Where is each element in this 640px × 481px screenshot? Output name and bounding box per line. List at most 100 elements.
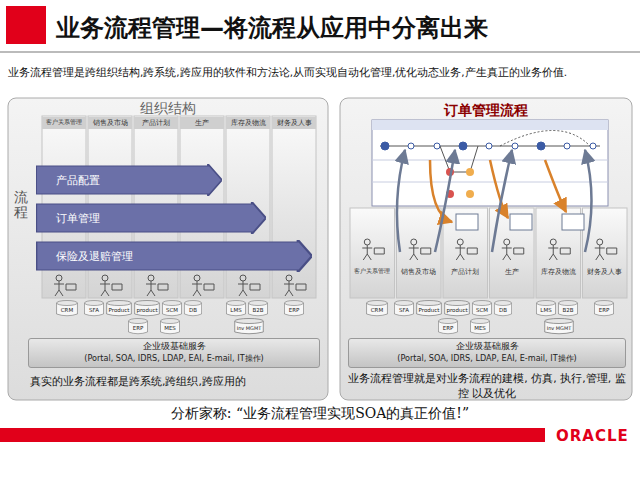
process-arrow: 保险及退赔管理	[36, 240, 312, 272]
node-label: 产品配置	[56, 173, 100, 188]
node-label: Inv MGMT	[237, 326, 261, 331]
database-cylinder: Product	[416, 300, 442, 317]
node-label: 销售及市场	[93, 120, 128, 127]
database-cylinder: SFA	[84, 300, 104, 317]
node-label: B2B	[562, 308, 573, 314]
column-header: 销售及市场	[397, 266, 442, 278]
database-cylinder: Product	[106, 300, 132, 317]
column-header: 财务及人事	[272, 117, 316, 129]
node-label: 产品计划	[451, 269, 479, 276]
database-cylinder: ERP	[128, 318, 148, 335]
process-arrow: 订单管理	[36, 202, 266, 234]
title-block	[6, 6, 46, 44]
column-header: 库存及物流	[536, 266, 581, 278]
column-header: 销售及市场	[88, 117, 132, 129]
node-label: 产品计划	[142, 120, 170, 127]
column-header: 客户关系管理	[42, 117, 86, 129]
band-body: (Portal, SOA, IDRS, LDAP, EAI, E-mail, I…	[349, 353, 625, 364]
node-label: ERP	[289, 308, 300, 314]
column-header: 产品计划	[443, 266, 488, 278]
node-label: SCM	[166, 308, 178, 314]
node-label: 客户关系管理	[46, 120, 82, 126]
column-header: 产品计划	[134, 117, 178, 129]
node-label: Inv MGMT	[547, 326, 571, 331]
node-label: SFA	[399, 308, 409, 314]
database-cylinder: MES	[470, 318, 490, 335]
node-label: 财务及人事	[587, 269, 622, 276]
database-cylinder: CRM	[366, 300, 388, 317]
database-cylinder: CRM	[56, 300, 78, 317]
process-panel: 订单管理流程客户关系管理 销售及市场 产品计划 生产 库存及物流 财务及人事 CRM SFA P…	[340, 98, 632, 400]
vertical-label: 流程	[14, 190, 28, 221]
band-body: (Portal, SOA, IDRS, LDAP, EAI, E-mail, I…	[29, 353, 319, 364]
database-cylinder: ERP	[284, 300, 304, 317]
database-cylinder: MES	[160, 318, 180, 335]
node-label: LMS	[230, 308, 241, 314]
node-label: 保险及退赔管理	[56, 249, 133, 264]
service-band: 企业级基础服务(Portal, SOA, IDRS, LDAP, EAI, E-…	[348, 338, 626, 368]
node-label: product	[136, 308, 157, 314]
database-cylinder: product	[134, 300, 160, 317]
node-label: 财务及人事	[277, 120, 312, 127]
subtitle: 业务流程管理是跨组织结构,跨系统,跨应用的软件和方法论,从而实现自动化管理,优化…	[8, 66, 636, 80]
node-label: SCM	[476, 308, 488, 314]
node-label: LMS	[540, 308, 551, 314]
node-label: DB	[189, 308, 197, 314]
node-label: 生产	[195, 120, 209, 127]
band-heading: 企业级基础服务	[29, 341, 319, 353]
database-cylinder: B2B	[558, 300, 578, 317]
database-cylinder: LMS	[226, 300, 246, 317]
database-cylinder: Inv MGMT	[544, 318, 574, 335]
node-label: 组织结构	[8, 98, 328, 118]
right-columns	[350, 208, 627, 298]
database-cylinder: SFA	[394, 300, 414, 317]
node-label: SFA	[89, 308, 99, 314]
column-header: 生产	[490, 266, 535, 278]
node-label: ERP	[443, 326, 454, 332]
node-label: 库存及物流	[541, 269, 576, 276]
process-arrow: 产品配置	[36, 164, 222, 196]
database-cylinder: DB	[184, 300, 202, 317]
node-label: MES	[474, 326, 486, 332]
flow-illustration	[372, 120, 608, 252]
org-panel: 组织结构客户关系管理 销售及市场 产品计划 生产 库存及物流 财务及人事产品配置订单管理保…	[8, 98, 328, 400]
node-label: product	[446, 308, 467, 314]
analyst-quote: 分析家称: “业务流程管理实现SOA的真正价值!”	[0, 405, 640, 423]
database-cylinder: ERP	[594, 300, 614, 317]
logo-text: ORACLE	[556, 427, 629, 445]
node-label: 订单管理流程	[340, 98, 632, 120]
right-panel-bg	[340, 98, 632, 400]
slide-title: 业务流程管理—将流程从应用中分离出来	[56, 12, 488, 44]
node-label: Product	[109, 308, 130, 314]
node-label: MES	[164, 326, 176, 332]
node-label: 销售及市场	[401, 269, 436, 276]
node-label: DB	[499, 308, 507, 314]
database-cylinder: product	[444, 300, 470, 317]
node-label: B2B	[252, 308, 263, 314]
node-label: CRM	[61, 308, 73, 314]
database-cylinder: LMS	[536, 300, 556, 317]
node-label: Product	[419, 308, 440, 314]
column-header: 客户关系管理	[350, 266, 395, 278]
database-cylinder: ERP	[438, 318, 458, 335]
panel-caption: 真实的业务流程都是跨系统,跨组织,跨应用的	[30, 374, 325, 389]
column-header: 生产	[180, 117, 224, 129]
node-label: ERP	[133, 326, 144, 332]
panel-caption: 业务流程管理就是对业务流程的建模, 仿真, 执行,管理, 监控 以及优化	[346, 372, 628, 402]
node-label: 生产	[505, 269, 519, 276]
database-cylinder: DB	[494, 300, 512, 317]
node-label: ERP	[599, 308, 610, 314]
footer-bar	[0, 428, 545, 442]
database-cylinder: SCM	[162, 300, 182, 317]
node-label: CRM	[371, 308, 383, 314]
node-label: 客户关系管理	[354, 269, 390, 275]
title-rule	[0, 51, 640, 53]
band-heading: 企业级基础服务	[349, 341, 625, 353]
database-cylinder: SCM	[472, 300, 492, 317]
column-header: 财务及人事	[583, 266, 628, 278]
column-header: 库存及物流	[226, 117, 270, 129]
node-label: 库存及物流	[231, 120, 266, 127]
database-cylinder: B2B	[248, 300, 268, 317]
left-panel-bg	[8, 98, 328, 400]
node-label: 订单管理	[56, 211, 100, 226]
